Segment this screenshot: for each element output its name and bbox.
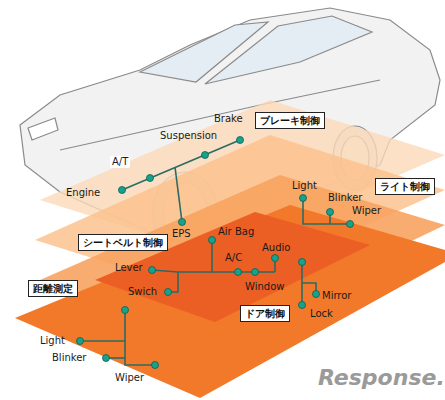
control-box: 距離測定: [28, 280, 78, 297]
watermark: Response.: [318, 365, 445, 391]
part-label: Wiper: [115, 372, 144, 384]
part-label: Blinker: [328, 192, 362, 204]
part-label: Swich: [128, 286, 157, 298]
control-title: シートベルト制御: [83, 237, 163, 249]
control-box: ライト制御: [375, 178, 435, 195]
part-label: Wiper: [352, 205, 381, 217]
control-layers: [15, 100, 445, 398]
control-title: 距離測定: [33, 283, 73, 295]
part-label: Brake: [214, 113, 243, 125]
part-label: Air Bag: [218, 226, 254, 238]
control-title: ライト制御: [380, 181, 430, 193]
part-label: Audio: [262, 242, 290, 254]
part-label: A/T: [110, 156, 130, 168]
control-box: ドア制御: [240, 305, 290, 322]
part-label: Light: [292, 180, 317, 192]
connection-dots: [77, 137, 354, 369]
control-box: ブレーキ制御: [255, 112, 325, 129]
part-label: Light: [40, 335, 65, 347]
part-label: A/C: [225, 252, 242, 264]
part-label: EPS: [172, 228, 191, 240]
control-title: ブレーキ制御: [260, 115, 320, 127]
wiring-trees: [80, 140, 350, 365]
part-label: Lock: [310, 308, 333, 320]
part-label: Window: [245, 281, 284, 293]
control-box: シートベルト制御: [78, 234, 168, 251]
part-label: Mirror: [322, 290, 351, 302]
part-label: Lever: [115, 262, 143, 274]
part-label: Blinker: [52, 352, 86, 364]
part-label: Suspension: [160, 130, 217, 142]
control-title: ドア制御: [245, 308, 285, 320]
part-label: Engine: [66, 187, 100, 199]
